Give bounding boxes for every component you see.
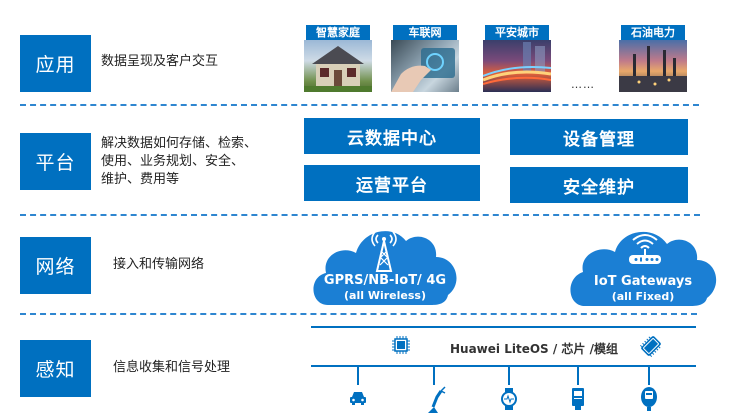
device-connector — [508, 366, 510, 385]
more-applications-ellipsis: …… — [571, 78, 595, 91]
bus-line-bottom — [311, 365, 696, 367]
layer-tag-platform: 平台 — [20, 133, 91, 190]
app-card-petroleum-power: 石油电力 — [618, 25, 688, 92]
chip-icon — [391, 335, 411, 359]
app-label: 车联网 — [393, 25, 457, 40]
device-connector — [577, 366, 579, 385]
platform-device-management: 设备管理 — [510, 119, 688, 155]
app-card-smart-home: 智慧家庭 — [303, 25, 373, 92]
device-connector — [357, 366, 359, 385]
router-icon — [627, 232, 663, 272]
fixed-label: IoT Gateways — [593, 274, 693, 289]
meter-icon — [571, 388, 585, 415]
liteos-label: Huawei LiteOS / 芯片 /模组 — [450, 342, 618, 356]
desc-line: 使用、业务规划、安全、 — [101, 154, 245, 169]
wireless-sublabel: (all Wireless) — [344, 289, 426, 302]
device-connector — [433, 366, 435, 385]
layer-tag-perception: 感知 — [20, 340, 91, 397]
app-label: 石油电力 — [621, 25, 685, 40]
layer-tag-application: 应用 — [20, 35, 91, 92]
refinery-photo — [619, 40, 687, 92]
house-photo — [304, 40, 372, 92]
smartwatch-icon — [500, 388, 518, 414]
layer-divider — [20, 313, 697, 315]
wireless-label: GPRS/NB-IoT/ 4G — [323, 273, 447, 288]
platform-security-maintenance: 安全维护 — [510, 167, 688, 203]
app-label: 平安城市 — [485, 25, 549, 40]
app-card-connected-car: 车联网 — [390, 25, 460, 92]
car-dashboard-photo — [391, 40, 459, 92]
robot-arm-icon — [425, 383, 447, 415]
platform-operations: 运营平台 — [304, 165, 480, 201]
wireless-network-cloud: GPRS/NB-IoT/ 4G (all Wireless) — [306, 221, 464, 307]
app-card-safe-city: 平安城市 — [482, 25, 552, 92]
car-icon — [349, 390, 367, 410]
layer-desc-perception: 信息收集和信号处理 — [113, 360, 231, 375]
layer-desc-platform: 解决数据如何存储、检索、 使用、业务规划、安全、 维护、费用等 — [101, 135, 257, 189]
fixed-network-cloud: IoT Gateways (all Fixed) — [563, 222, 723, 308]
sensor-icon — [640, 386, 658, 415]
layer-tag-network: 网络 — [20, 237, 91, 294]
desc-line: 维护、费用等 — [101, 172, 180, 187]
layer-desc-application: 数据呈现及客户交互 — [101, 54, 219, 69]
desc-line: 解决数据如何存储、检索、 — [101, 136, 258, 151]
fixed-sublabel: (all Fixed) — [611, 290, 675, 303]
app-label: 智慧家庭 — [306, 25, 370, 40]
layer-divider — [20, 214, 700, 216]
platform-cloud-datacenter: 云数据中心 — [304, 118, 480, 154]
device-connector — [648, 366, 650, 385]
city-lights-photo — [483, 40, 551, 92]
layer-divider — [20, 104, 699, 106]
module-icon — [638, 333, 664, 363]
cell-tower-icon — [370, 229, 398, 277]
bus-line-top — [311, 326, 696, 328]
layer-desc-network: 接入和传输网络 — [113, 257, 205, 272]
